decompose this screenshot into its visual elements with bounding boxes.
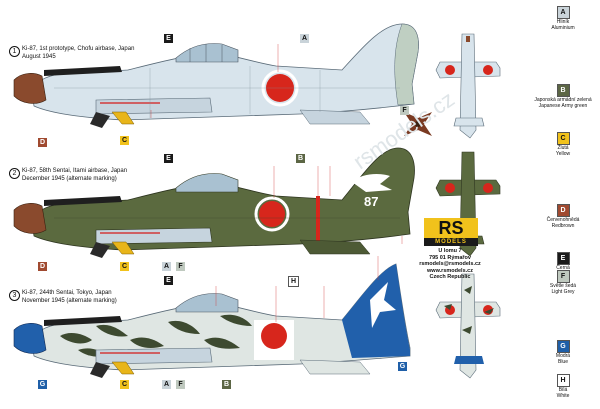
propeller-icon <box>404 112 432 136</box>
company-address: U lomu 7 795 01 Rýmařov rsmodels@rsmodel… <box>419 248 481 281</box>
tag-A-3: A <box>162 380 171 389</box>
tag-A-2: A <box>162 262 171 271</box>
profile-1 <box>13 23 419 128</box>
legend-swatch: E <box>556 252 570 265</box>
legend-swatch: F <box>556 270 570 283</box>
tag-E-2: E <box>164 154 173 163</box>
legend-name-en: Light Grey <box>551 288 575 295</box>
top-view-1 <box>435 33 501 139</box>
legend-name-en: Blue <box>557 358 568 365</box>
tag-H-3: H <box>288 276 299 287</box>
tag-E-1: E <box>164 34 173 43</box>
caption-1: 1 Ki-87, 1st prototype, Chofu airbase, J… <box>9 46 134 61</box>
legend-name-cz: Světle šedá <box>549 283 577 289</box>
top-view-3 <box>435 273 501 379</box>
tag-B-2: B <box>296 154 305 163</box>
legend-name-cz: Černá <box>556 265 570 271</box>
tag-F-2: F <box>176 262 185 271</box>
legend-name-cz: Žlutá <box>557 145 569 151</box>
rs-models-logo: RS MODELS <box>424 218 478 246</box>
legend-swatch: G <box>556 340 570 353</box>
legend-name-cz: Hliník <box>556 19 570 25</box>
tail-code: 87 <box>364 194 379 209</box>
legend-name-cz: Červenohnědá <box>546 217 580 223</box>
legend-name-en: Redbrown <box>551 222 575 229</box>
caption-2: 2 Ki-87, 58th Sentai, Itami airbase, Jap… <box>9 168 127 183</box>
legend-swatch: D <box>556 204 570 217</box>
tag-G-3a: G <box>398 362 407 371</box>
legend-name-en: Aluminium <box>551 24 575 31</box>
legend-name-cz: Japonská armádní zelená <box>534 97 592 103</box>
legend-name-en: Yellow <box>555 150 571 157</box>
tag-A-1: A <box>300 34 309 43</box>
tag-B-3: B <box>222 380 231 389</box>
legend-swatch: B <box>556 84 570 97</box>
legend-swatch: H <box>556 374 570 387</box>
legend-swatch: C <box>556 132 570 145</box>
legend-name-en: White <box>556 392 570 399</box>
tag-C-3: C <box>120 380 129 389</box>
profile-2 <box>13 147 415 258</box>
profile-3 <box>13 263 411 378</box>
tag-E-3: E <box>164 276 173 285</box>
tag-D-2: D <box>38 262 47 271</box>
tag-C-2: C <box>120 262 129 271</box>
legend-name-en: Japanese Army green <box>538 102 588 109</box>
tag-F-1: F <box>400 106 409 115</box>
tag-G-3b: G <box>38 380 47 389</box>
tag-D-1: D <box>38 138 47 147</box>
tag-F-3: F <box>176 380 185 389</box>
legend-swatch: A <box>556 6 570 19</box>
legend-name-cz: Modrá <box>555 353 571 359</box>
tag-C-1: C <box>120 136 129 145</box>
legend-name-cz: Bílá <box>558 387 568 393</box>
